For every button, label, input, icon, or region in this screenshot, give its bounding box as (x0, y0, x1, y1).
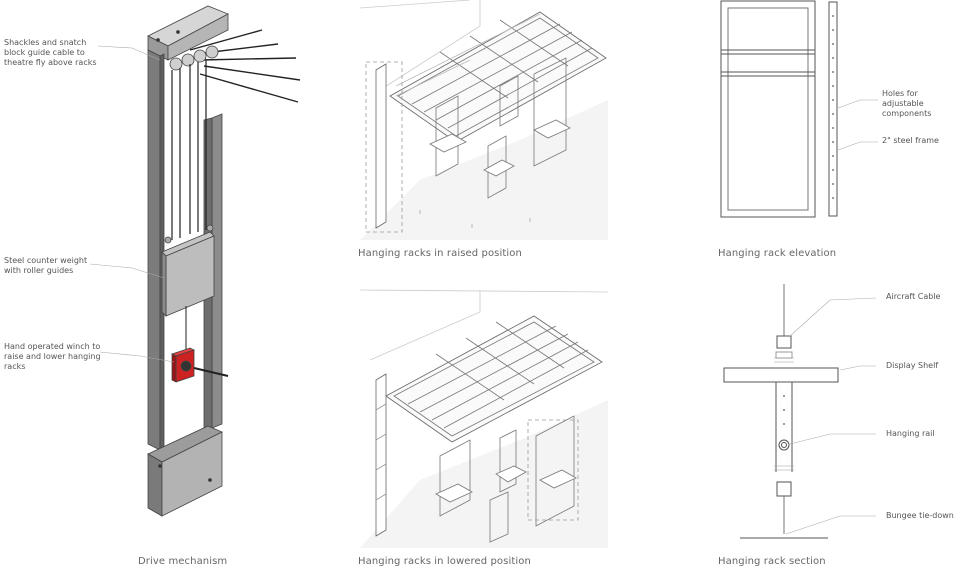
rack-elevation-drawing (720, 0, 878, 218)
counterweight-note: Steel counter weight with roller guides (4, 256, 87, 276)
bungee-note: Bungee tie-down (886, 511, 954, 520)
drive-leaders (89, 45, 175, 363)
holes-note-line-1: Holes for adjustable (882, 89, 924, 108)
shackles-note: Shackles and snatch block guide cable to… (4, 38, 97, 68)
holes-note-line-2: components (882, 109, 932, 118)
drive-mechanism-caption: Drive mechanism (138, 556, 228, 567)
shackles-note-line-1: Shackles and snatch (4, 38, 87, 47)
raised-racks-drawing (359, 0, 608, 240)
shackles-note-line-3: theatre fly above racks (4, 58, 97, 67)
winch-note-line-3: racks (4, 362, 26, 371)
winch-note: Hand operated winch to raise and lower h… (4, 342, 101, 372)
elevation-caption: Hanging rack elevation (718, 248, 837, 259)
frame-note: 2" steel frame (882, 136, 939, 145)
hanging-rail-note: Hanging rail (886, 429, 935, 438)
holes-note: Holes for adjustable components (882, 89, 960, 119)
counterweight-note-line-2: with roller guides (4, 266, 74, 275)
drive-mechanism-drawing (147, 5, 301, 517)
aircraft-cable-note: Aircraft Cable (886, 292, 941, 301)
counterweight-note-line-1: Steel counter weight (4, 256, 88, 265)
rack-section-drawing (723, 284, 877, 539)
winch-note-line-1: Hand operated winch to (4, 342, 101, 351)
section-caption: Hanging rack section (718, 556, 826, 567)
shackles-note-line-2: block guide cable to (4, 48, 85, 57)
lowered-position-caption: Hanging racks in lowered position (358, 556, 531, 567)
raised-position-caption: Hanging racks in raised position (358, 248, 522, 259)
display-shelf-note: Display Shelf (886, 361, 939, 370)
winch-note-line-2: raise and lower hanging (4, 352, 101, 361)
lowered-racks-drawing (359, 289, 609, 548)
